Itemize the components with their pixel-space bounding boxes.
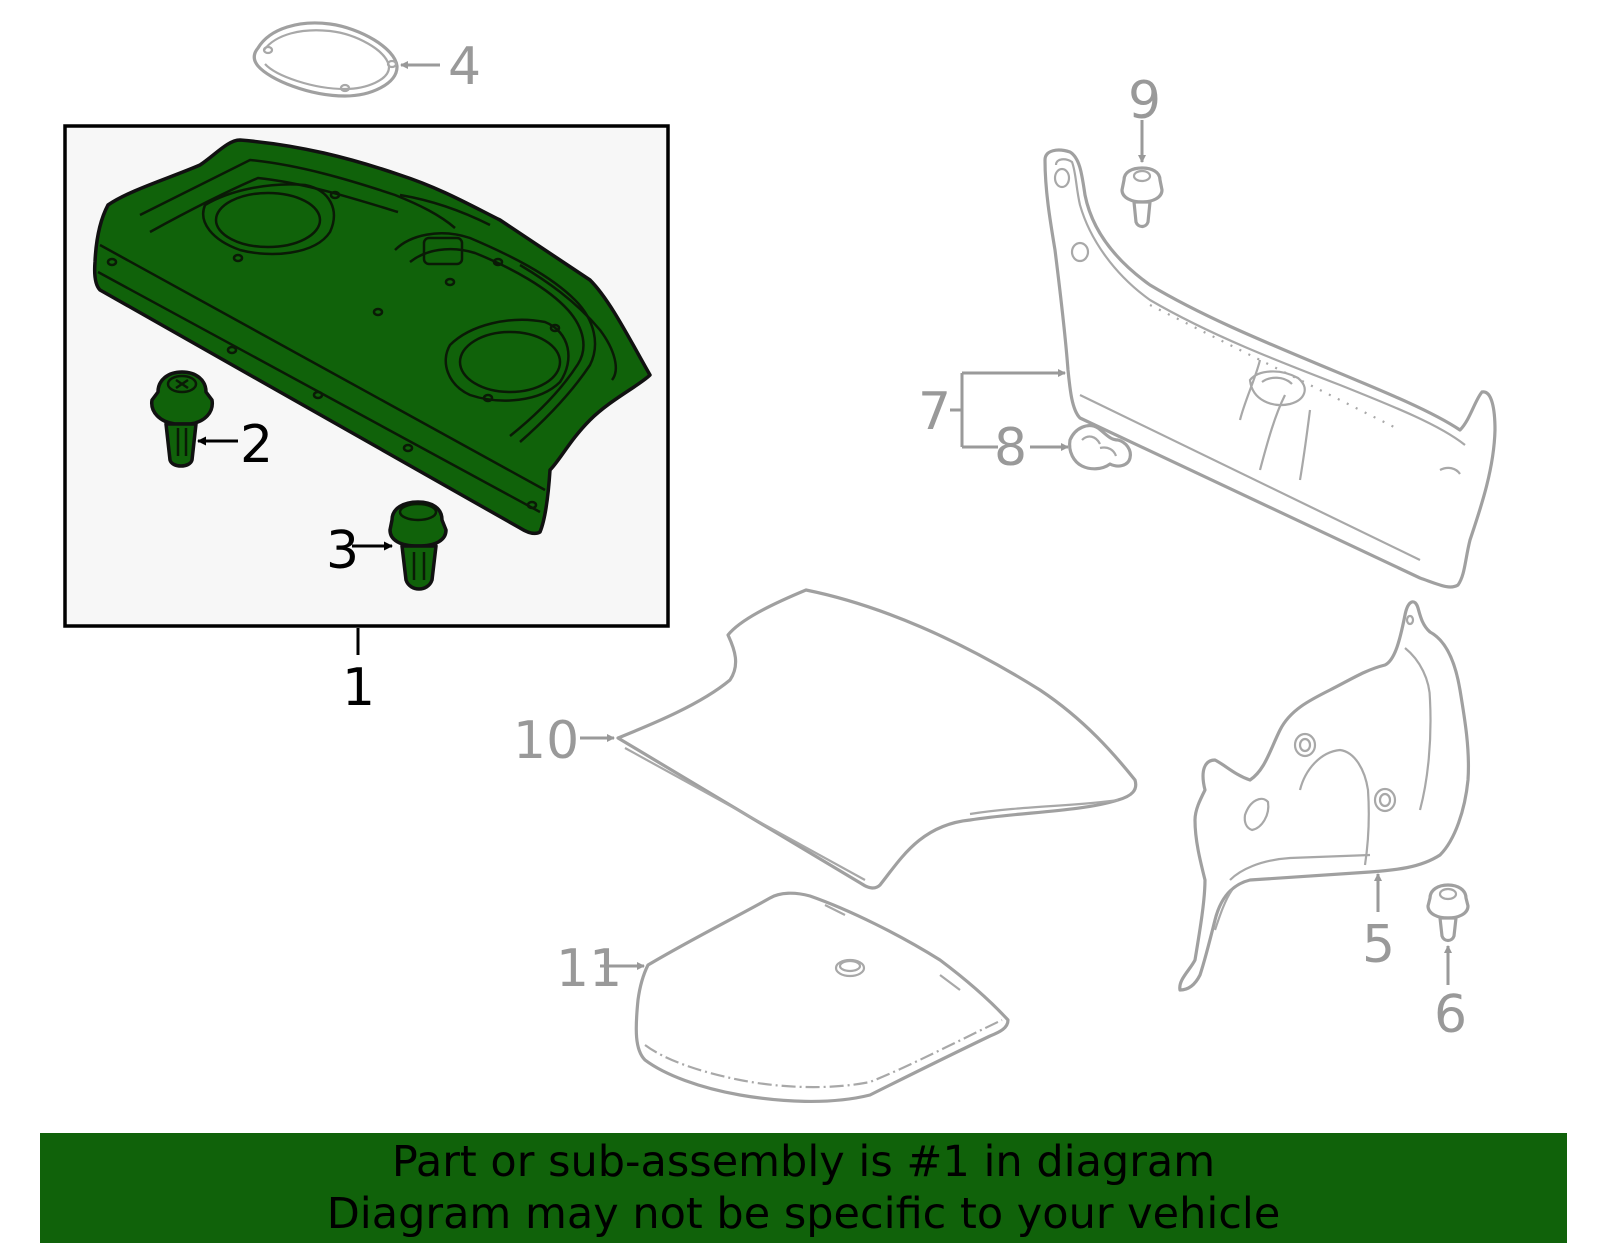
part-2-clip [150, 370, 214, 468]
callout-1: 1 [342, 658, 375, 718]
callout-5: 5 [1362, 915, 1395, 975]
part-5-side-trim [1178, 600, 1471, 992]
part-11-spare-cover [634, 891, 1010, 1103]
part-3-push-pin [388, 500, 448, 591]
callout-11: 11 [556, 939, 622, 999]
callout-8: 8 [994, 418, 1027, 478]
part-4-cover-plate [252, 21, 399, 98]
callout-4: 4 [448, 37, 481, 97]
part-10-floor-mat [616, 588, 1138, 890]
part-1-package-tray [92, 138, 652, 536]
callout-2: 2 [240, 415, 273, 475]
callout-7: 7 [918, 382, 951, 442]
part-8-clip [1068, 424, 1132, 471]
banner-line-2: Diagram may not be specific to your vehi… [326, 1189, 1281, 1239]
part-6-clip [1426, 883, 1470, 985]
info-banner: Part or sub-assembly is #1 in diagram Di… [40, 1133, 1567, 1243]
banner-line-1: Part or sub-assembly is #1 in diagram [391, 1137, 1216, 1187]
callout-10: 10 [513, 711, 579, 771]
callout-9: 9 [1128, 71, 1161, 131]
leader-7-8-bracket [950, 369, 1069, 451]
part-7-sill-trim [1043, 148, 1497, 589]
callout-6: 6 [1434, 985, 1467, 1045]
part-9-clip [1120, 120, 1164, 229]
callout-3: 3 [326, 521, 359, 581]
